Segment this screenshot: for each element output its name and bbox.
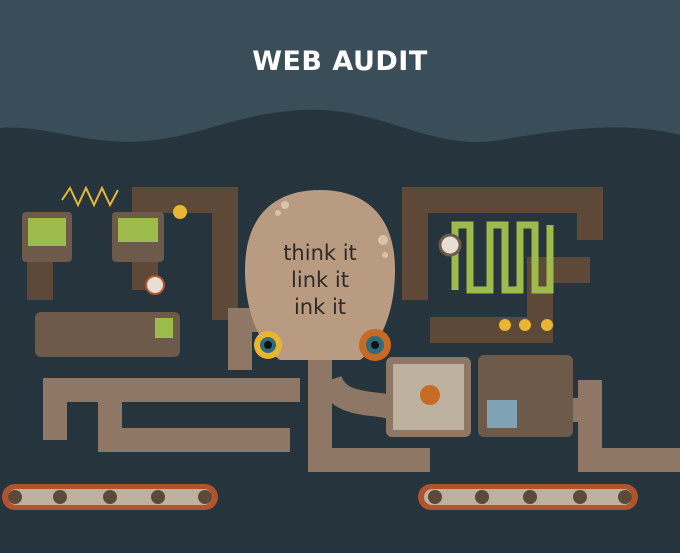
motto-line: link it: [291, 268, 349, 292]
conveyor-belts: [2, 484, 638, 510]
control-panel: [35, 312, 180, 357]
sky-wave: [0, 0, 680, 142]
octopus-motto: think it link it ink it: [260, 240, 380, 321]
motto-line: ink it: [293, 295, 347, 319]
machines: [22, 185, 573, 437]
coil-tube: [451, 221, 554, 294]
page-title: WEB AUDIT: [252, 46, 428, 77]
motto-line: think it: [283, 241, 357, 265]
octopus: [245, 190, 395, 361]
bulb-icon: [173, 205, 187, 219]
